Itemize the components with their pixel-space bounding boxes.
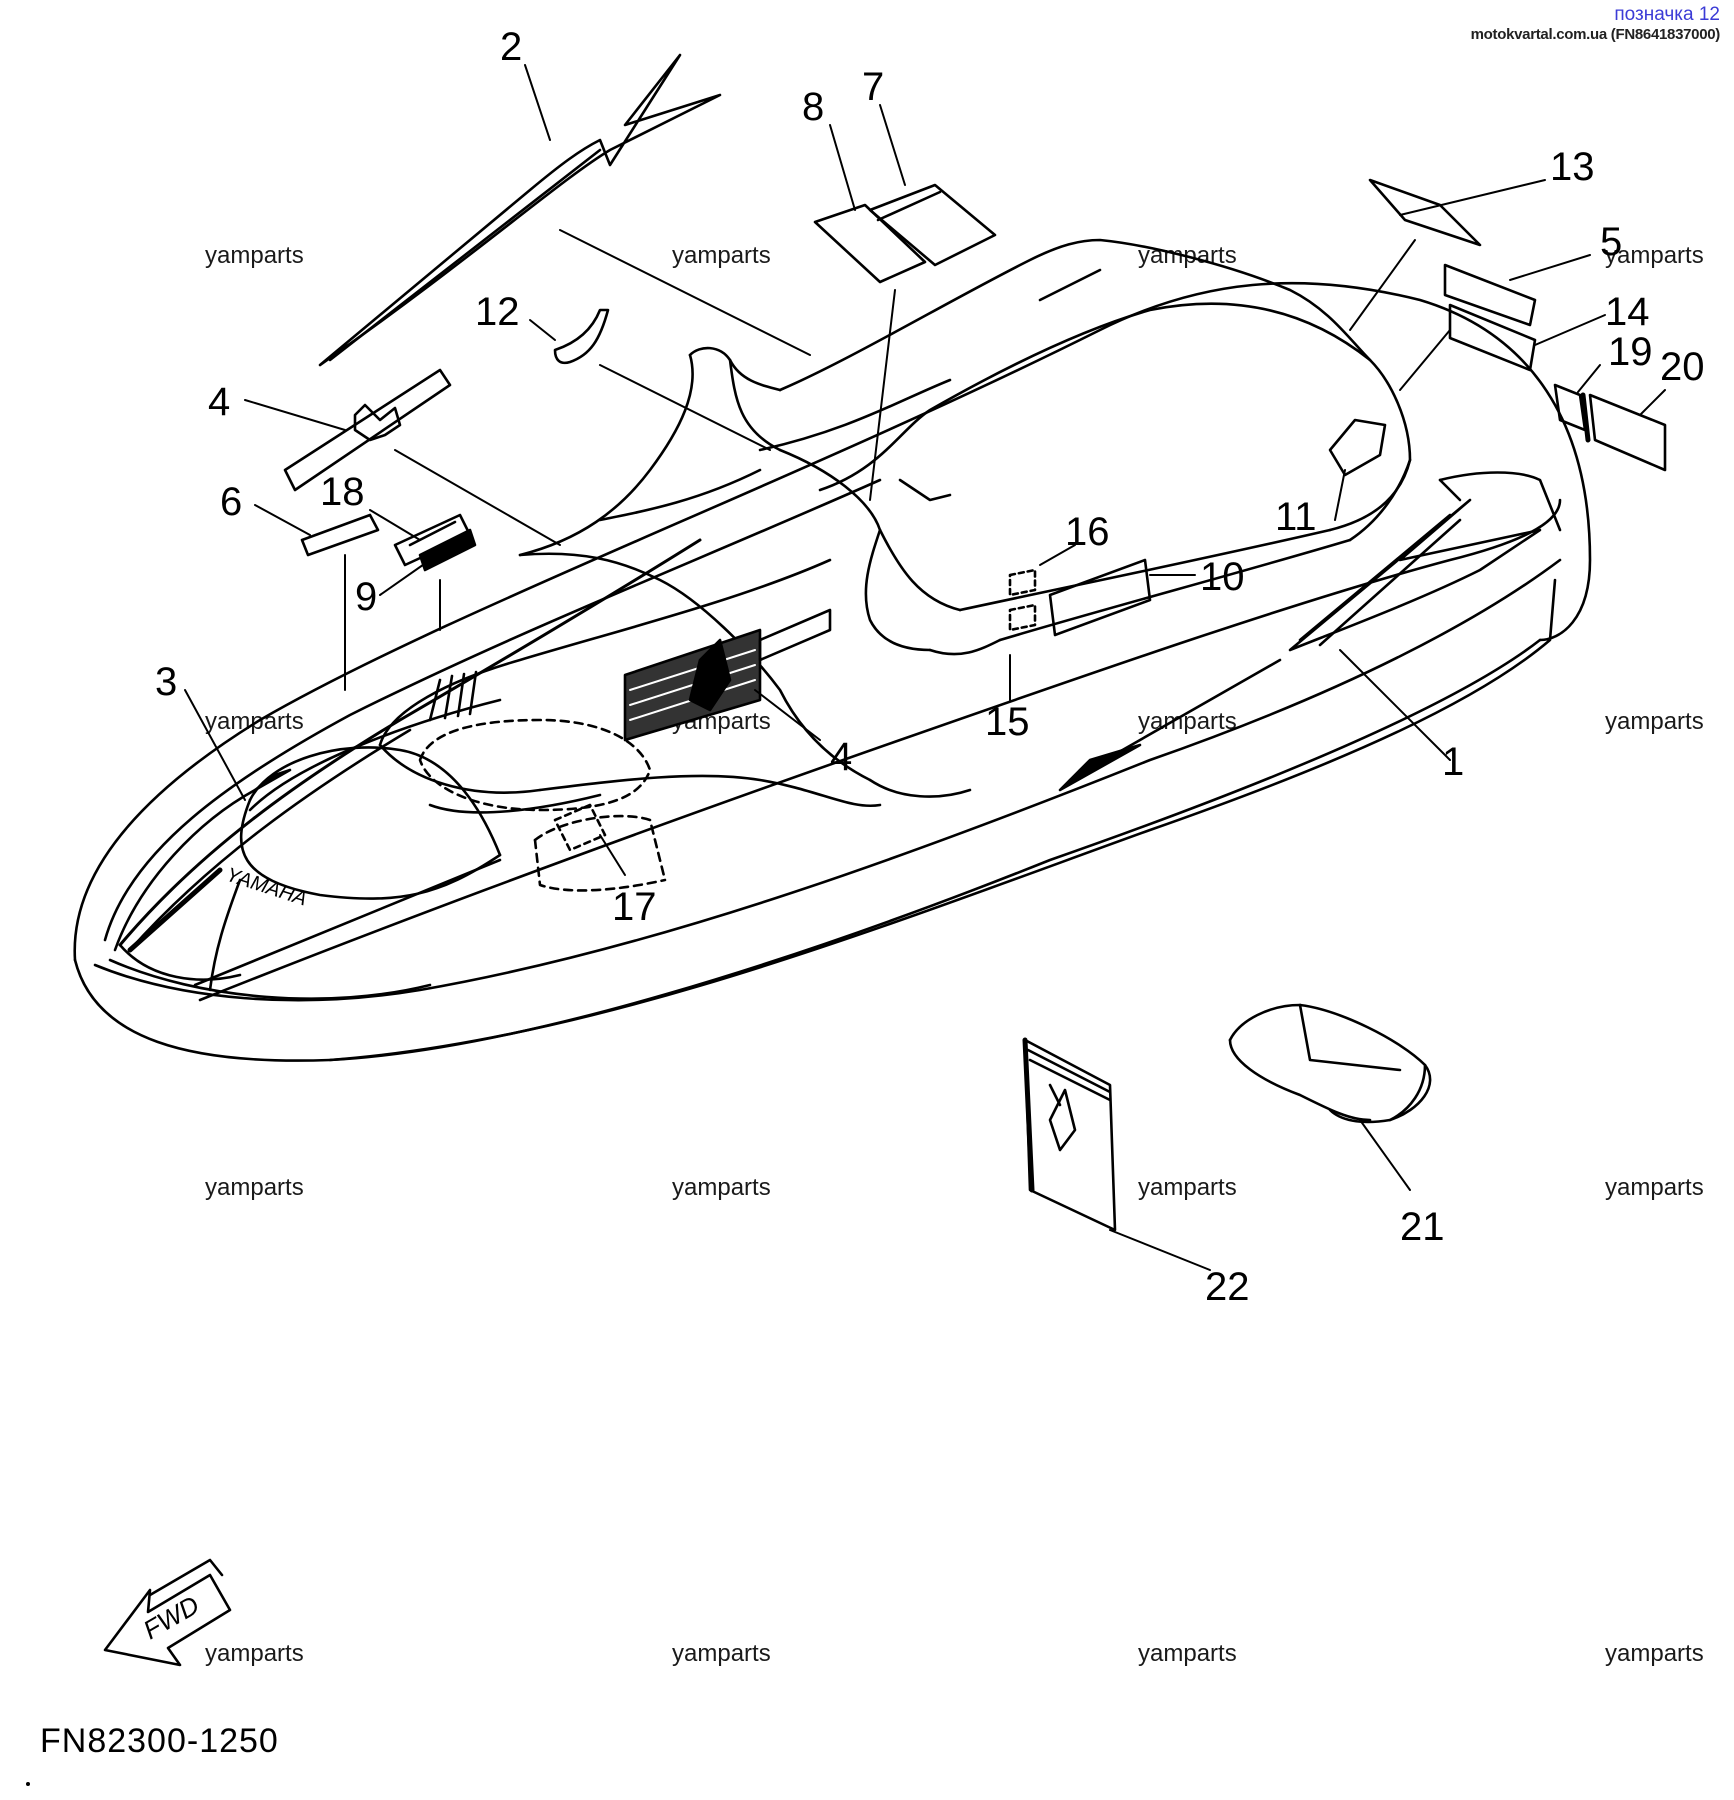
callout-12[interactable]: 12 (475, 290, 520, 334)
decal-6 (300, 513, 380, 557)
decal-2 (318, 53, 722, 367)
decal-1 (1058, 498, 1542, 792)
watermark: yamparts (205, 1640, 304, 1667)
decal-7 (868, 183, 997, 267)
callout-18[interactable]: 18 (320, 470, 365, 514)
seat-cover (518, 238, 1412, 798)
watermark: yamparts (672, 1174, 771, 1201)
callout-3[interactable]: 3 (155, 660, 177, 704)
callout-labels: 1 2 3 4 4 5 6 7 8 9 10 11 12 13 14 15 16… (155, 25, 1705, 1309)
callout-1[interactable]: 1 (1442, 740, 1464, 784)
callout-14[interactable]: 14 (1605, 290, 1650, 334)
decal-19 (1553, 383, 1587, 432)
watermark: yamparts (1605, 1640, 1704, 1667)
callout-4-side[interactable]: 4 (830, 735, 852, 779)
watermark: yamparts (1605, 1174, 1704, 1201)
part-12 (553, 308, 610, 365)
header-site: motokvartal.com.ua (FN8641837000) (1470, 26, 1721, 43)
decal-20 (1580, 392, 1667, 472)
corner-dot (26, 1782, 30, 1786)
callout-6[interactable]: 6 (220, 480, 242, 524)
callout-16[interactable]: 16 (1065, 510, 1110, 554)
callout-9[interactable]: 9 (355, 575, 377, 619)
watermark: yamparts (205, 1174, 304, 1201)
decal-13 (1368, 178, 1482, 247)
callout-5[interactable]: 5 (1600, 220, 1622, 264)
watermark: yamparts (1138, 1174, 1237, 1201)
decal-11 (1328, 418, 1387, 477)
decal-15-16 (1008, 568, 1037, 632)
watermark: yamparts (672, 242, 771, 269)
decal-3 (118, 538, 702, 953)
hull-outline (73, 281, 1592, 1062)
callout-21[interactable]: 21 (1400, 1205, 1445, 1249)
part-22 (1022, 1037, 1117, 1232)
callout-19[interactable]: 19 (1608, 330, 1653, 374)
deck-footwell (378, 558, 882, 892)
decal-17 (553, 803, 607, 852)
callout-13[interactable]: 13 (1550, 145, 1595, 189)
watermark: yamparts (672, 1640, 771, 1667)
decal-8 (813, 203, 927, 284)
callout-17[interactable]: 17 (612, 885, 657, 929)
decal-5 (1443, 263, 1537, 327)
watermark: yamparts (1605, 242, 1704, 269)
decal-18 (408, 520, 477, 572)
decal-1-side (1438, 471, 1562, 532)
watermark: yamparts (205, 242, 304, 269)
fwd-arrow: FWD (103, 1558, 232, 1667)
watermark: yamparts (1605, 708, 1704, 735)
diagram-code: FN82300-1250 (40, 1722, 279, 1760)
leader-lines (184, 64, 1666, 1271)
callout-4-top[interactable]: 4 (208, 380, 230, 424)
callout-7[interactable]: 7 (862, 65, 884, 109)
hull-brand-text: YAMAHA (223, 864, 309, 911)
callout-11[interactable]: 11 (1275, 495, 1317, 539)
callout-10[interactable]: 10 (1200, 555, 1245, 599)
decal-4-side[interactable] (623, 608, 832, 742)
decal-14 (1448, 303, 1537, 372)
callout-2[interactable]: 2 (500, 25, 522, 69)
callout-22[interactable]: 22 (1205, 1265, 1250, 1309)
header-title[interactable]: позначка 12 (1614, 4, 1720, 25)
decal-10 (1048, 558, 1152, 637)
callout-20[interactable]: 20 (1660, 345, 1705, 389)
watermark: yamparts (1138, 1640, 1237, 1667)
page-header: позначка 12 motokvartal.com.ua (FN864183… (1470, 4, 1721, 44)
decal-4-top (283, 368, 452, 492)
watermark: yamparts (205, 708, 304, 735)
part-21 (1228, 1003, 1432, 1124)
callout-8[interactable]: 8 (802, 85, 824, 129)
callout-15[interactable]: 15 (985, 700, 1030, 744)
